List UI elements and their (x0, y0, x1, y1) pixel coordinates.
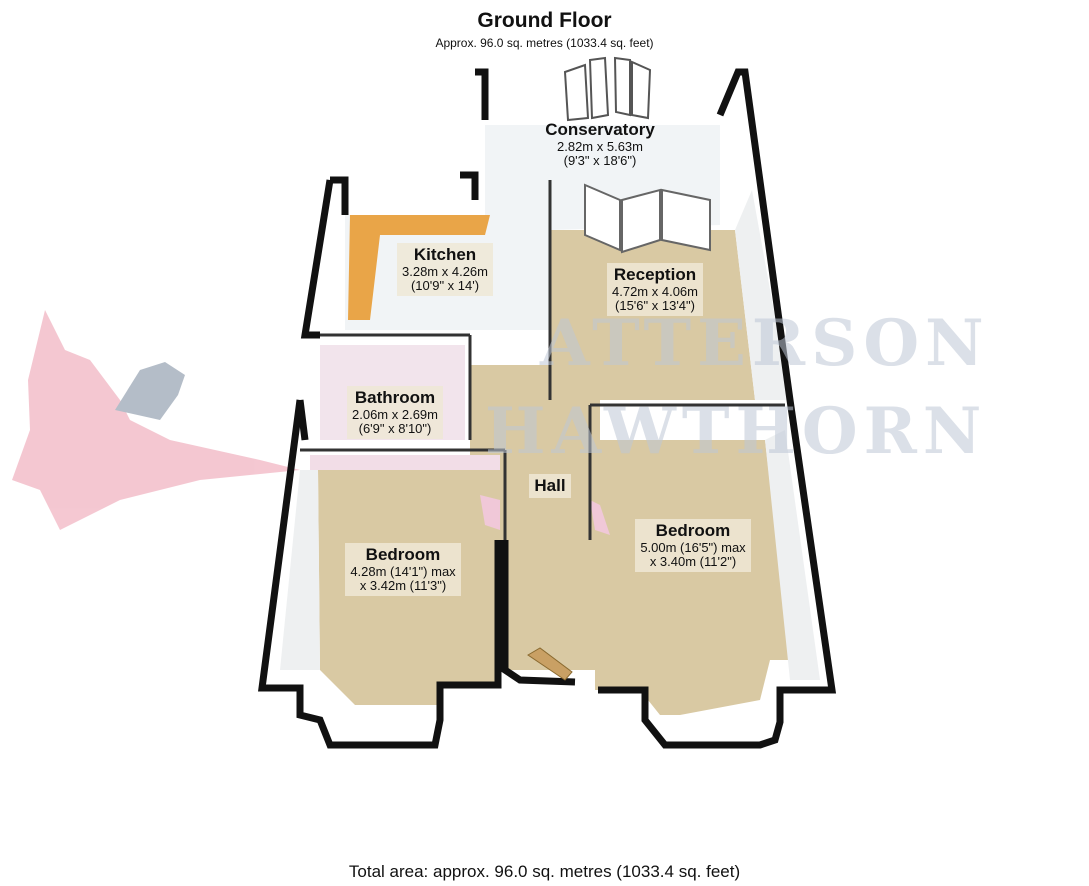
interior-walls (300, 180, 785, 540)
room-dimension-metric: 5.00m (16'5") max (640, 539, 746, 555)
room-dimension-imperial: (10'9" x 14') (410, 278, 480, 294)
room-dimension-metric: 4.28m (14'1") max (350, 563, 456, 579)
room-name: Bathroom (354, 388, 436, 407)
hall-floor (470, 365, 600, 670)
watermark-line1: ATTERSON (540, 306, 990, 381)
room-dimension-metric: 2.06m x 2.69m (352, 406, 438, 422)
room-dimension-imperial: x 3.42m (11'3") (359, 578, 447, 594)
room-dimension-metric: 3.28m x 4.26m (402, 263, 488, 279)
room-label-reception: Reception 4.72m x 4.06m (15'6" x 13'4") (590, 263, 720, 317)
reception-bifold-doors (584, 183, 711, 254)
floor-area-subtitle: Approx. 96.0 sq. metres (1033.4 sq. feet… (435, 36, 654, 50)
room-label-conservatory: Conservatory 2.82m x 5.63m (9'3" x 18'6"… (520, 120, 680, 169)
watermark-line2: HAWTHORN (485, 394, 988, 469)
room-name: Conservatory (545, 120, 655, 139)
bedroom-right-floor (595, 440, 790, 715)
room-dimension-imperial: (15'6" x 13'4") (615, 298, 695, 314)
room-label-bedroom-right: Bedroom 5.00m (16'5") max x 3.40m (11'2"… (618, 519, 768, 573)
room-dimension-imperial: x 3.40m (11'2") (649, 554, 737, 570)
floor-title: Ground Floor (477, 9, 612, 32)
room-name: Reception (613, 265, 697, 284)
front-door (527, 647, 573, 681)
room-label-bedroom-left: Bedroom 4.28m (14'1") max x 3.42m (11'3"… (328, 543, 478, 597)
room-dimension-imperial: (9'3" x 18'6") (563, 153, 637, 169)
room-dimension-imperial: (6'9" x 8'10") (358, 421, 432, 437)
room-label-kitchen: Kitchen 3.28m x 4.26m (10'9" x 14') (385, 243, 505, 297)
room-dimension-metric: 2.82m x 5.63m (557, 138, 643, 154)
room-name: Kitchen (413, 245, 477, 264)
conservatory-doors (563, 56, 652, 122)
room-name: Hall (534, 476, 566, 495)
total-area: Total area: approx. 96.0 sq. metres (103… (348, 862, 741, 881)
room-label-bathroom: Bathroom 2.06m x 2.69m (6'9" x 8'10") (335, 386, 455, 440)
room-name: Bedroom (655, 521, 731, 540)
room-dimension-metric: 4.72m x 4.06m (612, 283, 698, 299)
watermark-logo-icon (12, 310, 300, 530)
room-name: Bedroom (365, 545, 441, 564)
room-label-hall: Hall (520, 474, 580, 498)
walls (258, 68, 837, 749)
